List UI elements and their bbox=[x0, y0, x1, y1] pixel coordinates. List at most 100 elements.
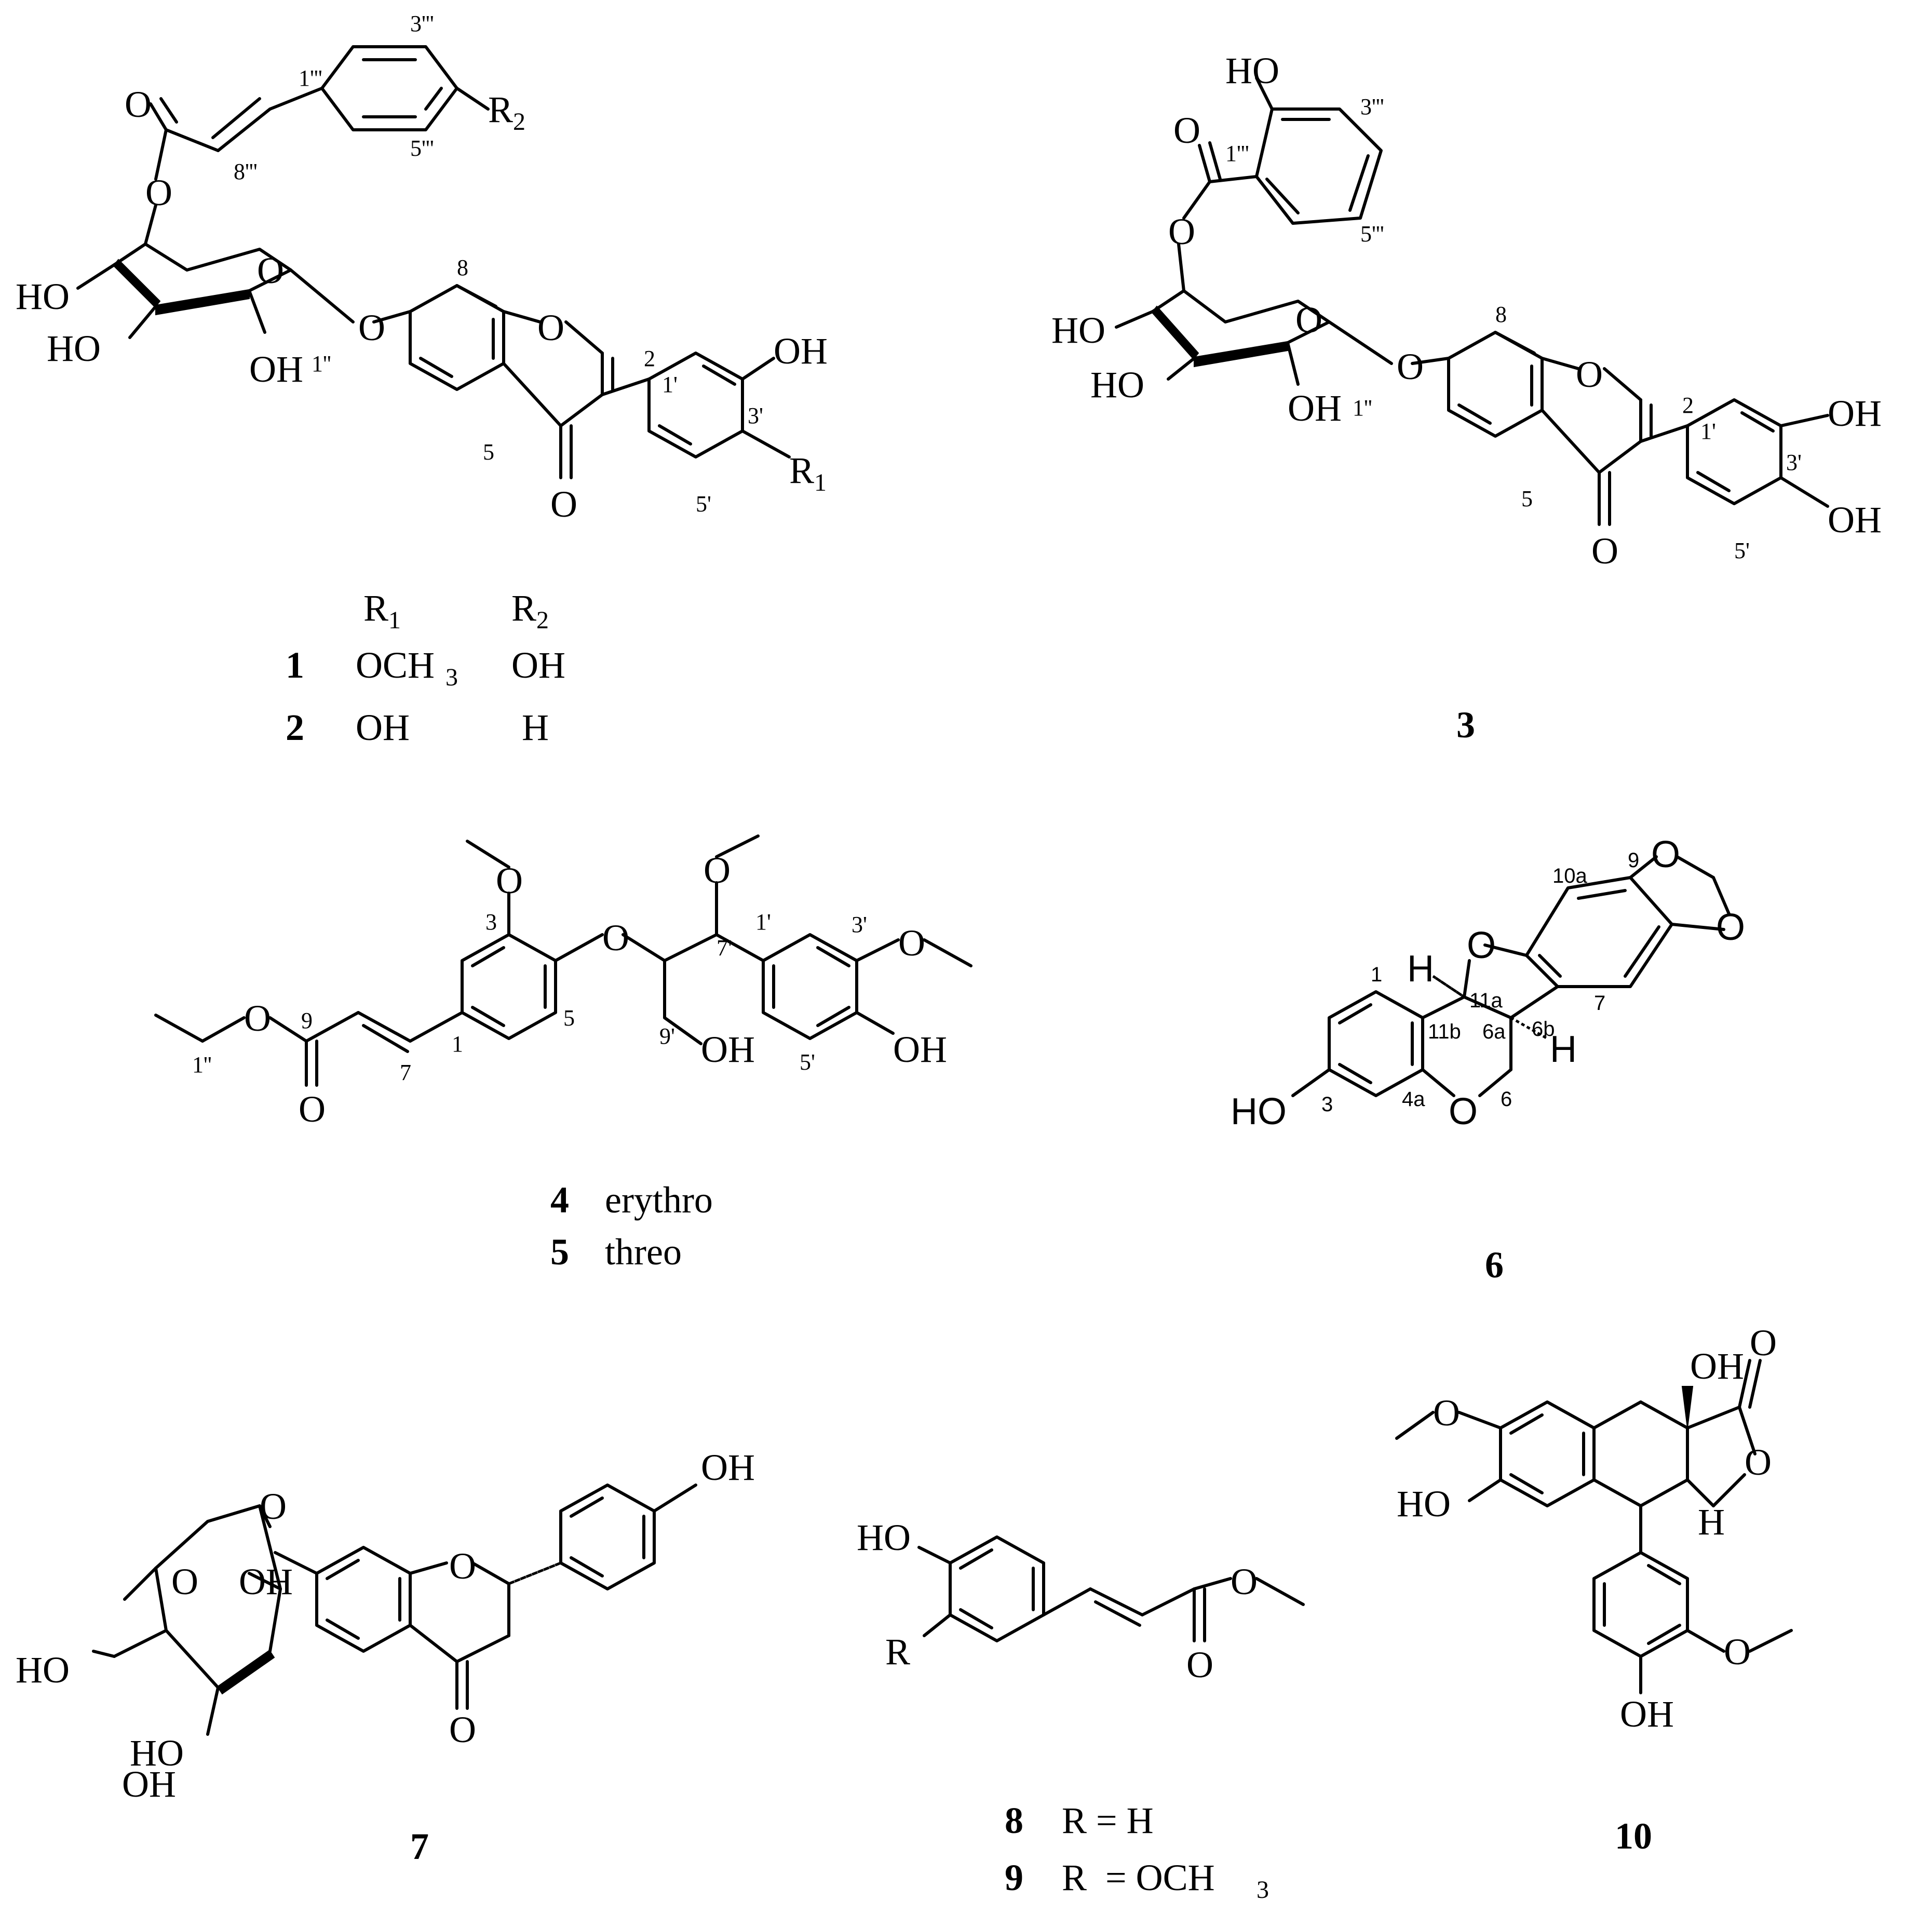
pos-5t-1: 5''' bbox=[410, 136, 434, 161]
structure-1-2 bbox=[76, 45, 791, 479]
header-r1-sub: 1 bbox=[388, 606, 401, 634]
structure-7 bbox=[92, 1484, 697, 1736]
pos-9-4: 9 bbox=[301, 1008, 313, 1033]
atom-ho-3a: HO bbox=[1225, 50, 1279, 91]
atom-o-glyc-3: O bbox=[1397, 346, 1424, 387]
pos-3t-1: 3''' bbox=[410, 11, 434, 36]
pos-10a-6: 10a bbox=[1552, 865, 1587, 887]
atom-o-lactone-10: O bbox=[1745, 1441, 1772, 1483]
pos-8t-1: 8''' bbox=[234, 159, 258, 184]
pos-1d-3: 1'' bbox=[1353, 395, 1372, 421]
pos-2-1: 2 bbox=[644, 346, 655, 371]
labels-8-9: HO R O O 8 R = H 9 R = OCH 3 bbox=[857, 1517, 1269, 1904]
atom-o-carbonyl-8: O bbox=[1186, 1644, 1213, 1685]
atom-oh-phenol-10: OH bbox=[1620, 1693, 1674, 1735]
header-r2: R bbox=[511, 587, 536, 629]
structure-10 bbox=[1395, 1359, 1793, 1694]
pos-8-3: 8 bbox=[1495, 302, 1507, 327]
atom-o-ring-3: O bbox=[1295, 299, 1322, 341]
atom-h-6a-6: H bbox=[1550, 1029, 1577, 1070]
atom-ho-7b: HO bbox=[130, 1732, 184, 1774]
atom-o-methoxy2-10: O bbox=[1724, 1631, 1751, 1673]
atom-o-chrom-1: O bbox=[537, 307, 564, 348]
compound-label-5: 5 bbox=[550, 1231, 569, 1273]
atom-oh-7b: OH bbox=[122, 1763, 176, 1805]
atom-o-ester-4: O bbox=[244, 997, 271, 1039]
labels-4-5: O O O O O OH O OH 1'' 9 7 1 3 5 7' 9' 1'… bbox=[192, 849, 947, 1273]
atom-o-methoxy-10: O bbox=[1433, 1392, 1460, 1434]
atom-o-chrom-7: O bbox=[449, 1545, 476, 1587]
atom-oh-7: OH bbox=[701, 1447, 755, 1488]
pos-6a-6: 6a bbox=[1482, 1020, 1506, 1043]
pos-9-6: 9 bbox=[1628, 849, 1639, 872]
pos-3-4: 3 bbox=[485, 909, 497, 935]
atom-oh-sugar-7: OH bbox=[239, 1561, 293, 1602]
atom-o-ether-4: O bbox=[602, 917, 629, 959]
pos-7-4: 7 bbox=[400, 1060, 411, 1085]
sub-8: R = H bbox=[1062, 1800, 1154, 1841]
atom-o-keto-3: O bbox=[1591, 530, 1618, 572]
atom-o-methoxy3p-4: O bbox=[898, 922, 925, 964]
atom-o-methoxy7p-4: O bbox=[704, 849, 731, 891]
sub-9-index: 3 bbox=[1257, 1876, 1269, 1904]
atom-o-dioxole1-6: O bbox=[1651, 834, 1680, 875]
atom-r2: R bbox=[488, 89, 513, 130]
pos-3p-4: 3' bbox=[852, 912, 867, 937]
atom-ho-10: HO bbox=[1397, 1483, 1451, 1525]
pos-5-4: 5 bbox=[563, 1005, 575, 1031]
pos-5t-3: 5''' bbox=[1360, 221, 1384, 247]
atom-oh-3p-3: OH bbox=[1828, 393, 1882, 434]
row1-r1-sub: 3 bbox=[445, 664, 458, 691]
pos-3p-1: 3' bbox=[748, 403, 763, 428]
atom-ho-8: HO bbox=[857, 1517, 911, 1558]
row1-r1: OCH bbox=[356, 644, 435, 686]
atom-r2-sub: 2 bbox=[513, 108, 525, 136]
sub-9: R = OCH bbox=[1062, 1857, 1215, 1898]
config-4: erythro bbox=[605, 1179, 713, 1221]
pos-8-1: 8 bbox=[457, 255, 468, 280]
atom-r1-sub: 1 bbox=[814, 469, 827, 496]
atom-h-11a-6: H bbox=[1407, 948, 1434, 990]
atom-oh-1: OH bbox=[249, 348, 303, 390]
pos-2-3: 2 bbox=[1682, 393, 1694, 418]
atom-r1: R bbox=[789, 450, 814, 491]
pos-4a-6: 4a bbox=[1402, 1088, 1425, 1111]
atom-ho-3c: HO bbox=[1090, 364, 1144, 406]
pos-1t-1: 1''' bbox=[299, 65, 322, 91]
atom-ho-1: HO bbox=[16, 276, 70, 317]
header-r1: R bbox=[363, 587, 388, 629]
compound-label-3: 3 bbox=[1456, 704, 1475, 746]
atom-o-keto-1: O bbox=[550, 483, 577, 525]
compound-label-8: 8 bbox=[1005, 1800, 1023, 1841]
pos-11b-6: 11b bbox=[1428, 1020, 1461, 1043]
compound-label-9: 9 bbox=[1005, 1857, 1023, 1898]
config-5: threo bbox=[605, 1231, 682, 1273]
atom-o-chrom-3: O bbox=[1576, 354, 1603, 395]
atom-oh-9p-4: OH bbox=[701, 1029, 755, 1070]
row1-r2: OH bbox=[511, 644, 565, 686]
structure-4-5 bbox=[154, 834, 972, 1087]
atom-ho-6: HO bbox=[1231, 1091, 1287, 1132]
labels-7: O O O OH O OH HO HO OH 7 bbox=[16, 1447, 755, 1867]
pos-1d-1: 1'' bbox=[312, 351, 331, 376]
atom-o-ring-7: O bbox=[171, 1561, 198, 1602]
atom-o-dioxole2-6: O bbox=[1716, 907, 1745, 948]
pos-1p-4: 1' bbox=[755, 909, 771, 935]
pos-7-6: 7 bbox=[1594, 992, 1605, 1015]
pos-3t-3: 3''' bbox=[1360, 94, 1384, 119]
atom-ho-3b: HO bbox=[1051, 309, 1105, 351]
atom-o-ring-6: O bbox=[1449, 1091, 1478, 1132]
atom-h-10: H bbox=[1698, 1501, 1725, 1543]
compound-label-7: 7 bbox=[410, 1826, 429, 1867]
atom-o-keto-7: O bbox=[449, 1709, 476, 1750]
header-r2-sub: 2 bbox=[536, 606, 549, 634]
compound-label-6: 6 bbox=[1485, 1244, 1504, 1286]
compound-label-2: 2 bbox=[286, 707, 304, 748]
pos-6-6: 6 bbox=[1501, 1088, 1512, 1111]
compound-label-1: 1 bbox=[286, 644, 304, 686]
labels-3: HO O O O HO HO OH O O O OH OH 3''' 1''' … bbox=[1051, 50, 1882, 746]
pos-9p-4: 9' bbox=[659, 1023, 675, 1049]
atom-o-ester-8: O bbox=[1231, 1561, 1258, 1602]
labels-1-2: O O O HO HO OH O O O OH R 1 R 2 3''' 1''… bbox=[16, 11, 828, 525]
